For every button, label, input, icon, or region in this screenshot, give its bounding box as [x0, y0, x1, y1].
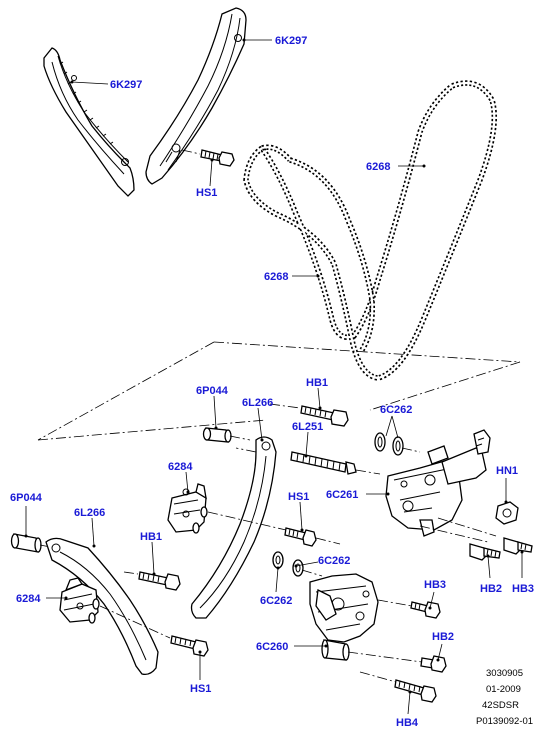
tensioner-6284-upper	[167, 483, 287, 534]
label-hb1-lower: HB1	[140, 531, 162, 543]
label-chain-outer: 6268	[366, 161, 390, 173]
label-pin-6p044-upper: 6P044	[196, 385, 229, 397]
assembly-plane-outline	[37, 341, 521, 441]
label-guide-6l266-upper: 6L266	[242, 397, 273, 409]
guide-6l266-lower	[45, 537, 159, 676]
tensioner-6284-lower	[59, 577, 171, 639]
label-tensioner-6284-upper: 6284	[168, 461, 193, 473]
label-washer-6c262-upper: 6C262	[380, 404, 412, 416]
washers-6c262-upper	[374, 432, 421, 456]
label-bolt-hs1-top: HS1	[196, 187, 217, 199]
bolt-hs1-mid	[284, 527, 341, 547]
label-hs1-mid: HS1	[288, 491, 309, 503]
label-guide-upper-right: 6K297	[275, 35, 307, 47]
bolt-hb2-mid	[420, 655, 447, 673]
pump-6c261	[385, 429, 497, 543]
label-guide-upper-left: 6K297	[110, 79, 142, 91]
bolt-hb2-right	[469, 543, 501, 561]
pin-6p044-upper	[202, 427, 251, 443]
bolt-hb4-bottom	[394, 679, 437, 703]
reference-block: 3030905 01-2009 42SDSR P0139092-01	[476, 668, 533, 727]
chain-guide-upper-right	[145, 7, 247, 185]
label-hb4-bottom: HB4	[396, 717, 419, 729]
label-washer-6c262-lower-b: 6C262	[260, 595, 292, 607]
bolt-hb1-lower	[123, 571, 181, 591]
reference-line-3: 42SDSR	[482, 700, 519, 711]
reference-line-1: 3030905	[486, 668, 523, 679]
label-hb3-right: HB3	[512, 583, 534, 595]
washers-6c262-lower	[272, 551, 323, 577]
nut-hn1	[495, 501, 519, 525]
label-nut-hn1: HN1	[496, 465, 518, 477]
label-hb2-mid: HB2	[432, 631, 454, 643]
bolt-hb3-right	[503, 537, 533, 555]
guide-6l266-upper	[190, 436, 277, 619]
stud-6l251	[290, 451, 381, 475]
label-pump-6c260: 6C260	[256, 641, 288, 653]
bolt-hb1-upper	[269, 403, 349, 427]
label-washer-6c262-lower-a: 6C262	[318, 555, 350, 567]
callout-labels: 6K297 6K297 HS1 6268 6268 6P044 HB1 6C26…	[10, 35, 534, 729]
pump-6c260	[309, 573, 423, 683]
bolt-hb3-mid	[410, 601, 441, 619]
label-guide-6l266-lower: 6L266	[74, 507, 105, 519]
reference-line-4: P0139092-01	[476, 716, 533, 727]
bolt-hs1-bottom	[170, 635, 209, 657]
label-stud-6l251: 6L251	[292, 421, 323, 433]
label-hs1-bottom: HS1	[190, 683, 211, 695]
pin-6p044-lower	[10, 533, 57, 553]
label-pin-6p044-lower: 6P044	[10, 492, 43, 504]
bolt-hs1-top	[181, 149, 235, 167]
leader-lines	[24, 38, 524, 715]
label-chain-inner: 6268	[264, 271, 288, 283]
label-hb2-right: HB2	[480, 583, 502, 595]
chain-guide-upper-left	[43, 47, 135, 197]
label-tensioner-6284-lower: 6284	[16, 593, 41, 605]
label-hb3-mid: HB3	[424, 579, 446, 591]
timing-chain	[243, 80, 498, 381]
reference-line-2: 01-2009	[486, 684, 521, 695]
label-hb1-upper: HB1	[306, 377, 328, 389]
label-pump-6c261: 6C261	[326, 489, 358, 501]
